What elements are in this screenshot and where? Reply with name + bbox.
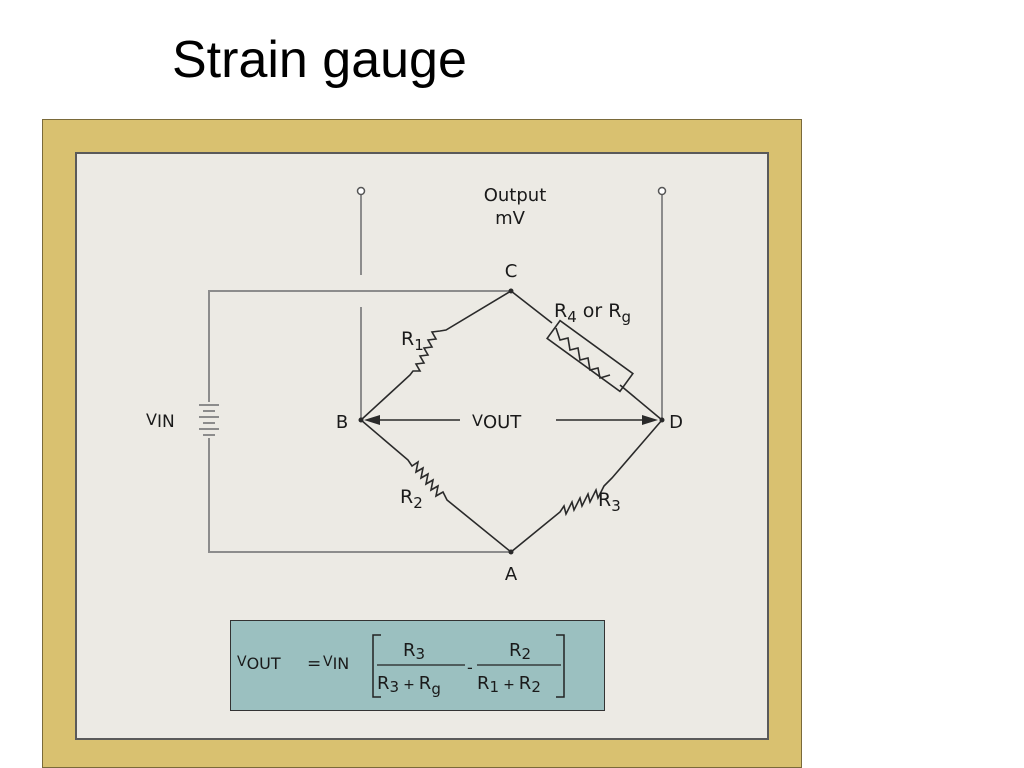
slide-title: Strain gauge: [172, 31, 467, 89]
node-a-label: A: [505, 564, 518, 585]
r4-zigzag: [555, 327, 611, 380]
left-bracket: [372, 634, 381, 698]
battery-icon: [199, 404, 219, 436]
node-c-dot: [508, 288, 514, 294]
formula-equals: =: [307, 654, 321, 674]
output-unit-label: mV: [495, 208, 526, 229]
wire-vin-to-a: [208, 438, 511, 553]
arrow-right-icon: [642, 415, 658, 425]
node-a-dot: [508, 549, 514, 555]
node-d-label: D: [669, 412, 683, 433]
diagram-frame: [42, 119, 802, 768]
wire-c-to-r4: [510, 290, 553, 324]
arrow-left-icon: [364, 415, 380, 425]
nodes: [358, 288, 665, 555]
wire-c-to-vin: [208, 290, 511, 402]
vin-label: VIN: [146, 410, 175, 432]
vout-label: VOUT: [472, 411, 522, 433]
right-bracket: [556, 634, 565, 698]
r1-resistor: [360, 290, 512, 421]
output-label: Output: [484, 185, 547, 206]
formula-box: VOUT = VIN R3 R3+Rg - R2 R1+R2: [230, 620, 605, 711]
formula-lhs: VOUT: [237, 654, 281, 673]
wire-r4-to-d: [619, 384, 663, 421]
node-d-dot: [659, 417, 665, 423]
node-b-label: B: [336, 412, 348, 433]
r2-resistor: [360, 419, 512, 553]
r2-label: R2: [400, 486, 423, 512]
output-terminal-right: [657, 186, 667, 196]
node-c-label: C: [505, 261, 518, 282]
formula: VOUT = VIN R3 R3+Rg - R2 R1+R2: [237, 634, 565, 698]
r4-label: R4 or Rg: [554, 300, 631, 326]
bridge: [360, 290, 663, 553]
r3-resistor: [510, 419, 663, 553]
formula-minus: -: [467, 658, 473, 677]
node-b-dot: [358, 417, 364, 423]
formula-vin: VIN: [323, 654, 349, 673]
frac1-denominator: R3+Rg: [377, 673, 441, 698]
frac1-numerator: R3: [403, 640, 425, 663]
output-terminal-left: [356, 186, 366, 196]
r3-label: R3: [598, 489, 621, 515]
wiring: [208, 195, 663, 553]
r1-label: R1: [401, 328, 424, 354]
frac2-denominator: R1+R2: [477, 673, 541, 696]
r4-gauge-box: [546, 319, 634, 393]
frac2-numerator: R2: [509, 640, 531, 663]
